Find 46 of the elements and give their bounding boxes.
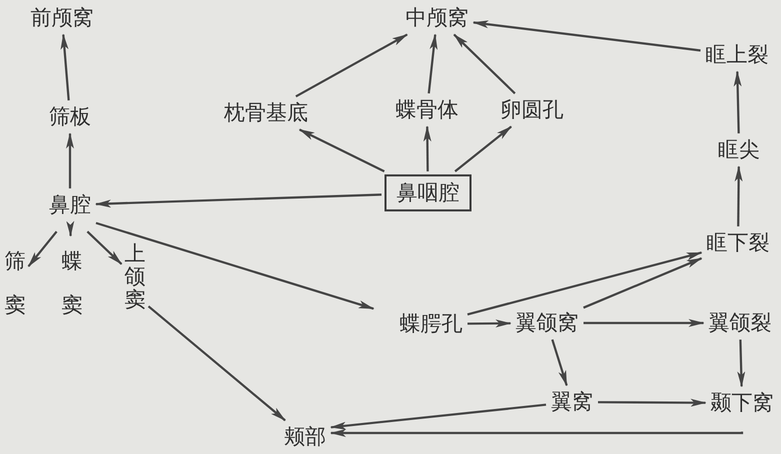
node-label: 眶尖	[716, 136, 762, 164]
arrow	[330, 429, 744, 437]
arrow	[734, 166, 743, 226]
node-label: 翼颌窝	[514, 309, 580, 337]
arrow	[66, 132, 74, 188]
node-label: 中颅窝	[404, 4, 470, 32]
node-label: 翼颌裂	[706, 309, 774, 337]
node-label: 眶下裂	[704, 229, 772, 257]
arrow	[60, 34, 70, 100]
arrow	[330, 404, 546, 430]
arrow	[734, 70, 742, 134]
arrow	[467, 252, 702, 316]
node-label: 眶上裂	[704, 41, 770, 69]
arrow	[66, 220, 74, 237]
arrow	[96, 222, 374, 310]
arrow	[583, 257, 702, 309]
node-label: 翼窝	[549, 388, 595, 416]
node-label: 颊部	[282, 423, 328, 451]
node-label: 筛窦	[4, 238, 26, 328]
node-label: 蝶腭孔	[398, 310, 464, 338]
arrow	[298, 128, 385, 172]
arrow	[86, 230, 122, 265]
arrow	[295, 34, 408, 98]
arrow	[584, 319, 704, 327]
arrow	[472, 20, 701, 52]
node-label: 蝶窦	[62, 238, 82, 328]
node-label: 颞下窝	[708, 389, 776, 417]
node-label: 鼻腔	[47, 191, 93, 219]
node-label: 枕骨基底	[222, 99, 310, 127]
node-label: 上颌窦	[124, 242, 146, 312]
node-label: 卵圆孔	[498, 96, 566, 124]
arrow	[551, 339, 568, 386]
arrow	[95, 194, 382, 208]
arrow	[423, 126, 432, 172]
arrow	[598, 398, 706, 407]
arrow	[28, 230, 58, 268]
arrow	[428, 34, 438, 94]
node-label: 筛板	[47, 103, 93, 131]
arrow	[454, 126, 512, 172]
arrow	[453, 34, 516, 94]
process-box: 鼻咽腔	[384, 174, 472, 212]
arrow	[148, 305, 286, 422]
node-label: 蝶骨体	[394, 96, 460, 124]
arrow	[467, 319, 512, 328]
arrow	[737, 340, 746, 388]
node-label: 前颅窝	[28, 4, 96, 32]
